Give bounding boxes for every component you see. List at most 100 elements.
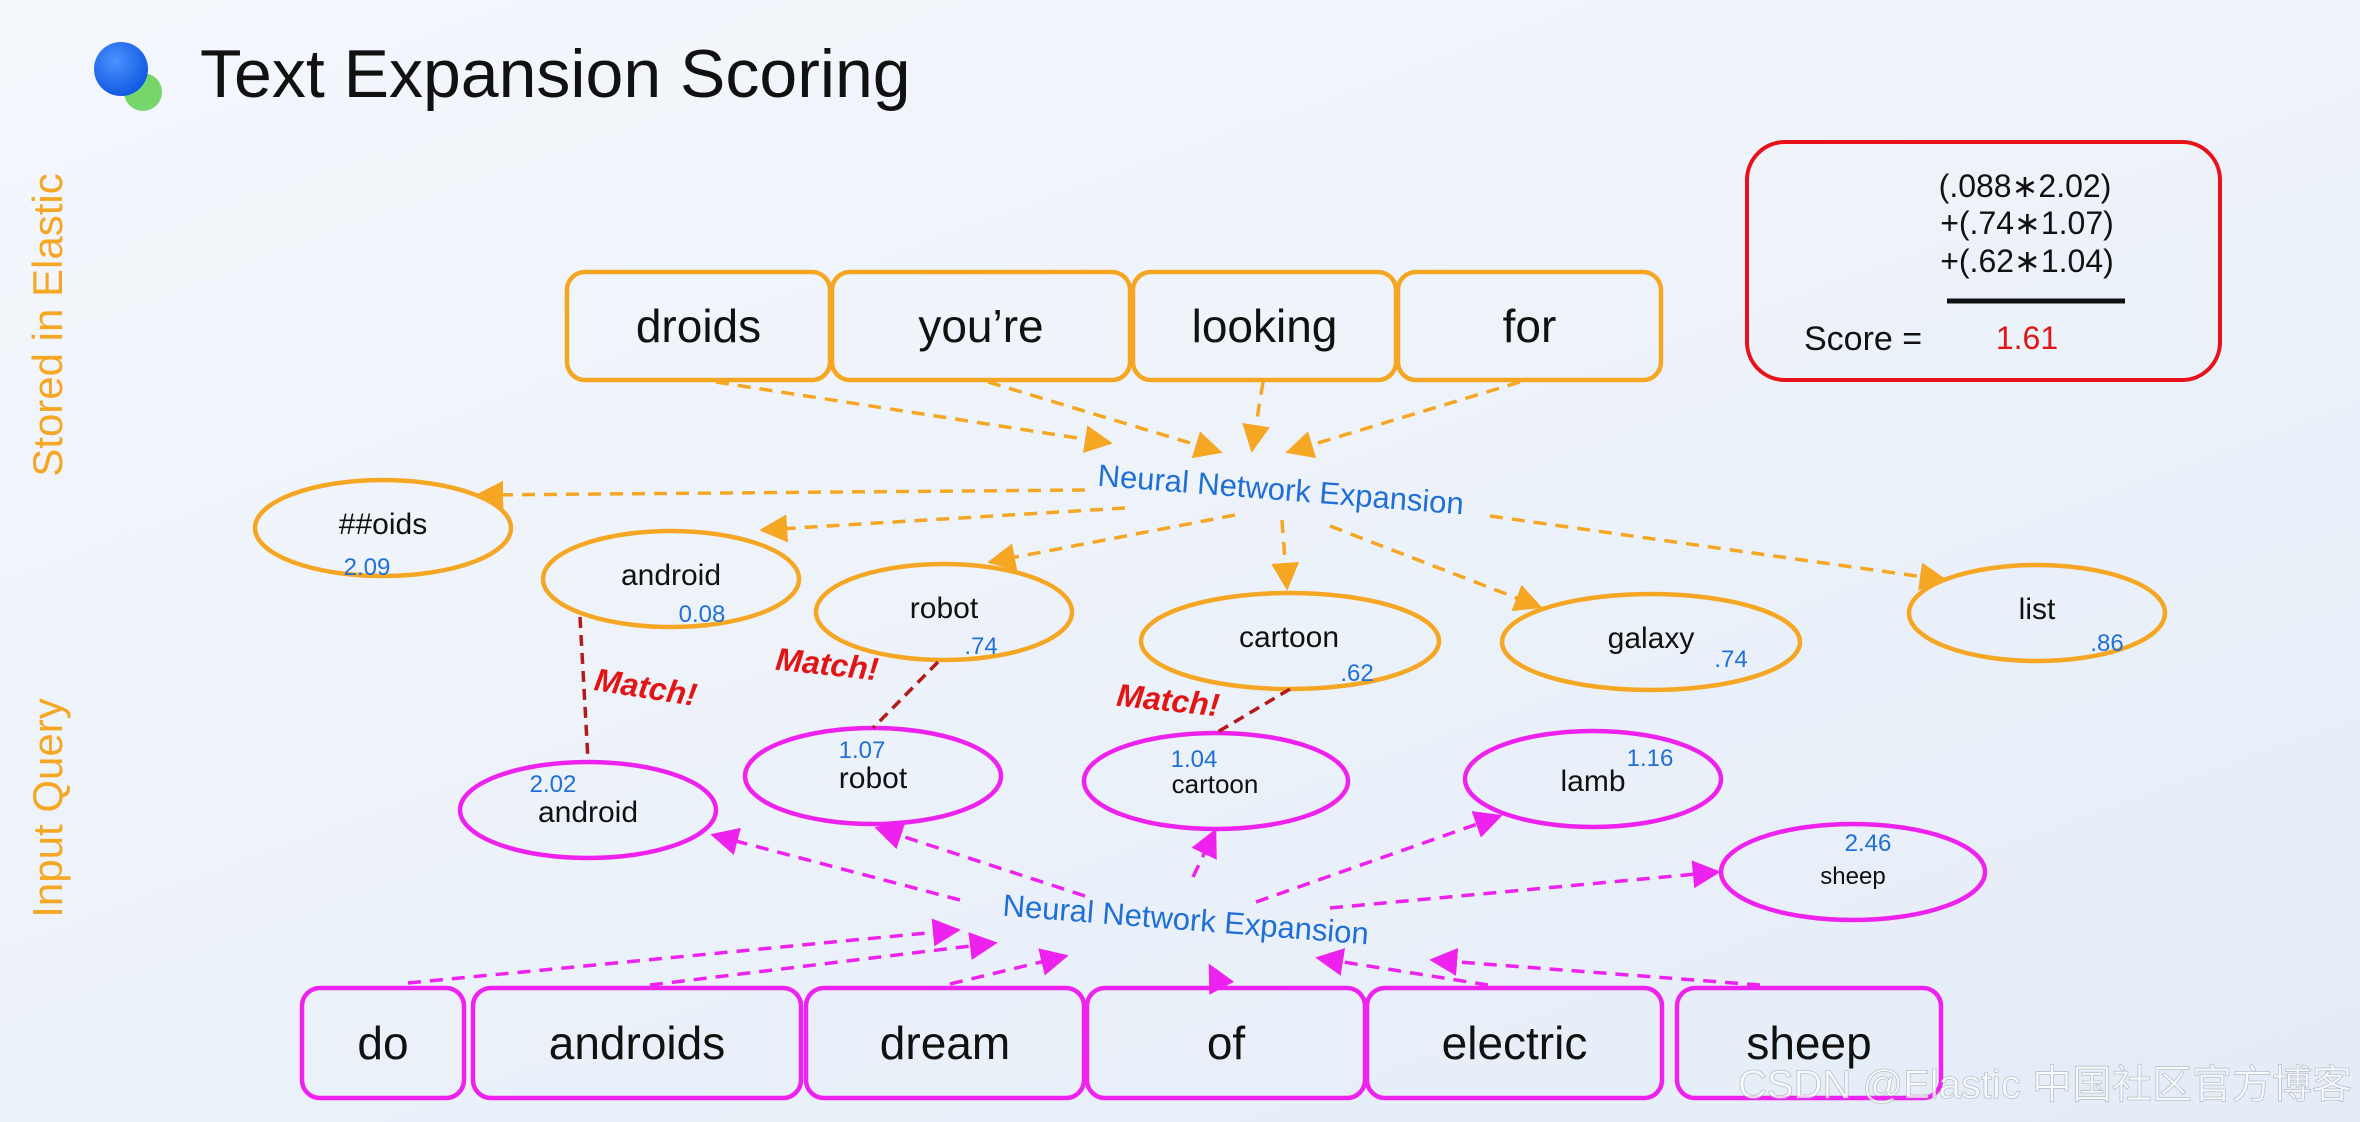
watermark: CSDN @Elastic 中国社区官方博客 (1738, 1063, 2352, 1107)
query-expansion-arrow-9 (1315, 948, 1489, 987)
stored-term-list: list .86 (1906, 562, 2168, 664)
stored-token-3: for (1395, 269, 1664, 383)
stored-token-1: you’re (829, 269, 1133, 383)
stored-term-robot: robot.74 (813, 561, 1075, 663)
stored-term-cartoon: cartoon.62 (1138, 590, 1442, 692)
score-line-1: (.088∗2.02) (1939, 168, 2112, 204)
query-token-label: androids (549, 1017, 725, 1069)
stored-term-android: android 0.08 (540, 528, 802, 630)
query-term-sheep: sheep 2.46 (1718, 821, 1988, 923)
arrows-layer (407, 380, 1948, 995)
query-token-label: electric (1442, 1017, 1588, 1069)
stored-expansion-arrow-1 (987, 380, 1223, 459)
stored-expansion-arrow-6 (987, 513, 1236, 572)
query-term-weight: 1.07 (839, 737, 886, 764)
stored-term-label: list (2019, 593, 2056, 626)
match-line-0 (578, 616, 590, 761)
query-term-ellipse (1081, 730, 1351, 832)
stored-term-ellipse (1499, 591, 1803, 693)
stored-term-ellipse (1906, 562, 2168, 664)
match-layer: Match!Match!Match! (578, 616, 1291, 761)
query-term-label: lamb (1560, 765, 1625, 798)
side-label-query: Input Query (24, 698, 71, 917)
query-term-weight: 2.46 (1845, 830, 1892, 857)
stored-expansion-arrow-3 (1285, 380, 1521, 459)
query-term-label: cartoon (1172, 769, 1259, 799)
stored-term-label: android (621, 559, 721, 592)
query-term-weight: 1.04 (1171, 746, 1218, 773)
query-token-label: sheep (1746, 1017, 1871, 1069)
stored-token-2: looking (1130, 269, 1399, 383)
score-line-2: +(.74∗1.07) (1940, 205, 2114, 241)
query-term-ellipse (1462, 728, 1724, 830)
query-expansion-arrow-5 (407, 918, 961, 985)
query-term-label: sheep (1820, 863, 1885, 890)
query-expansion-arrow-3 (1255, 811, 1503, 904)
match-line-1 (871, 660, 940, 730)
stored-term-label: galaxy (1608, 622, 1695, 655)
query-term-weight: 1.16 (1627, 745, 1674, 772)
query-term-ellipse (1718, 821, 1988, 923)
query-expansion-arrow-6 (649, 932, 998, 987)
query-term-ellipse (457, 759, 719, 861)
query-expansion-arrow-7 (949, 948, 1069, 986)
query-term-label: robot (839, 762, 908, 795)
stored-term-label: cartoon (1239, 621, 1339, 654)
query-token-1: androids (470, 985, 804, 1101)
stored-expansion-arrow-5 (759, 506, 1126, 543)
match-label-0: Match! (592, 661, 700, 713)
query-expansion-arrow-8 (1208, 963, 1235, 995)
query-token-5: sheep (1674, 985, 1944, 1101)
query-token-label: dream (880, 1017, 1010, 1069)
stored-expansion-arrow-9 (1489, 514, 1948, 591)
query-token-box (470, 985, 804, 1101)
query-token-label: of (1207, 1017, 1246, 1069)
stored-token-label: for (1503, 300, 1557, 352)
query-expansion-arrow-1 (874, 822, 1086, 898)
stored-token-0: droids (564, 269, 833, 383)
stored-term-ellipse (813, 561, 1075, 663)
stored-term-ellipse (540, 528, 802, 630)
stored-term-weight: .74 (1714, 646, 1747, 673)
query-token-box (299, 985, 467, 1101)
logo-icon (94, 42, 162, 111)
stored-expansion-arrow-0 (715, 380, 1113, 453)
query-token-4: electric (1364, 985, 1665, 1101)
stored-token-label: looking (1192, 300, 1338, 352)
query-term-label: android (538, 796, 638, 829)
query-expansion-arrow-4 (1329, 860, 1721, 910)
score-value: 1.61 (1996, 320, 2058, 356)
stored-token-label: you’re (918, 300, 1043, 352)
query-token-2: dream (803, 985, 1087, 1101)
score-box: (.088∗2.02) +(.74∗1.07) +(.62∗1.04) Scor… (1745, 140, 2222, 382)
stored-expansion-label: Neural Network Expansion (1097, 458, 1466, 522)
stored-token-box (1395, 269, 1664, 383)
query-token-box (1674, 985, 1944, 1101)
query-token-box (1364, 985, 1665, 1101)
stored-expansion-arrow-7 (1271, 519, 1300, 591)
stored-term-weight: 2.09 (344, 554, 391, 581)
stored-term-label: ##oids (339, 508, 427, 541)
stored-token-box (829, 269, 1133, 383)
stored-token-row: droids you’re looking for (564, 269, 1664, 383)
match-label-2: Match! (1115, 677, 1222, 724)
page-title: Text Expansion Scoring (200, 36, 911, 112)
stored-expansion-arrow-2 (1242, 381, 1270, 453)
stored-term-weight: .86 (2090, 630, 2123, 657)
query-token-0: do (299, 985, 467, 1101)
score-line-3: +(.62∗1.04) (1940, 243, 2114, 279)
stored-term-weight: 0.08 (679, 601, 726, 628)
side-label-stored: Stored in Elastic (24, 173, 71, 476)
query-expansion-arrow-2 (1191, 828, 1217, 878)
query-expansion-arrow-0 (710, 827, 961, 902)
stored-expansion-terms: ##oids 2.09 android 0.08 robot.74 cartoon.62 g… (252, 477, 2168, 693)
score-label: Score = (1804, 320, 1922, 358)
query-token-row: do androids dream of electric sheep (299, 985, 1944, 1101)
stored-term-##oids: ##oids 2.09 (252, 477, 514, 581)
